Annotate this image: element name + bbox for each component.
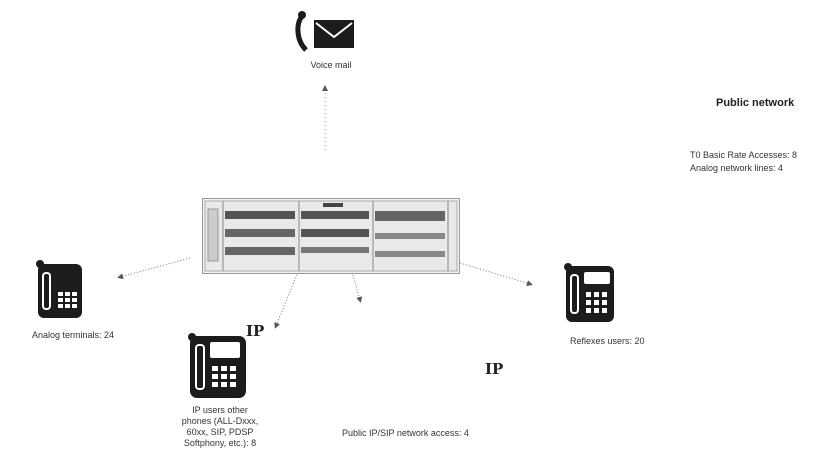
- public-network-line-1: T0 Basic Rate Accesses: 8: [690, 150, 798, 160]
- ip-users-label-line-2: phones (ALL-Dxxx,: [181, 416, 259, 426]
- ip-network-badge: IP: [485, 360, 504, 378]
- voicemail-phone-icon: [292, 10, 360, 57]
- ip-users-label-line-4: Softphony, etc.): 8: [183, 438, 257, 448]
- ip-phone-icon: [186, 330, 250, 403]
- digital-phone-icon: [562, 260, 618, 329]
- line-to-ip-users: [274, 271, 299, 329]
- analog-terminals-label: Analog terminals: 24: [32, 330, 115, 340]
- reflexes-users-label: Reflexes users: 20: [570, 336, 645, 346]
- ip-users-label: IP users other phones (ALL-Dxxx, 60xx, S…: [172, 405, 268, 449]
- ip-users-label-line-3: 60xx, SIP, PDSP: [186, 427, 254, 437]
- ip-network-label: Public IP/SIP network access: 4: [342, 428, 469, 438]
- ip-users-badge: IP: [246, 322, 265, 340]
- voicemail-label: Voice mail: [310, 60, 352, 70]
- line-to-reflexes: [459, 262, 533, 287]
- public-network-line-2: Analog network lines: 4: [690, 163, 784, 173]
- pbx-chassis: [202, 198, 460, 274]
- analog-phone-icon: [34, 258, 84, 323]
- public-network-title: Public network: [716, 97, 795, 109]
- line-to-ip-network: [351, 271, 363, 303]
- line-to-analog: [117, 257, 191, 280]
- ip-users-label-line-1: IP users other: [192, 405, 248, 415]
